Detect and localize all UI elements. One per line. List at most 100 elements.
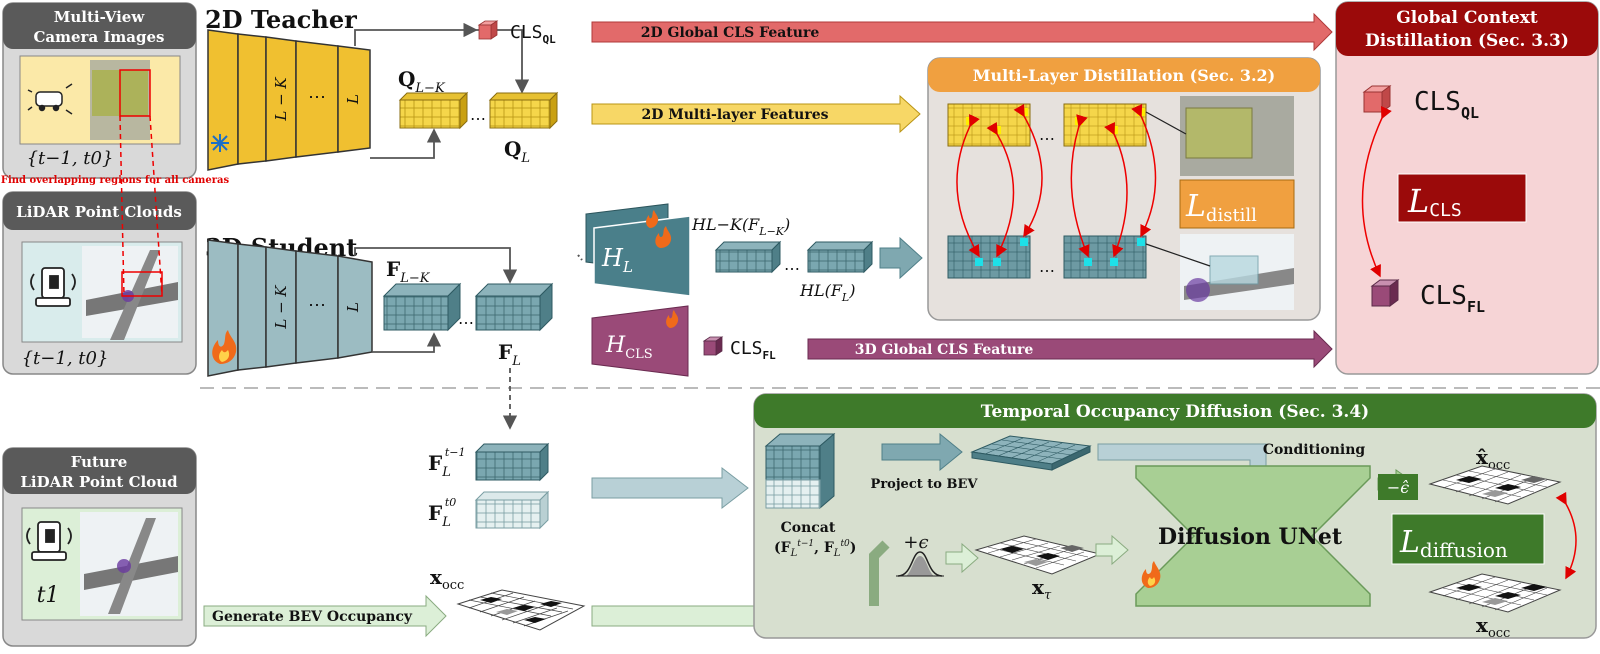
f-cur-label: FLt0 (428, 496, 456, 530)
head-l-label: HL (601, 244, 633, 276)
global-cls-f-cube (1370, 279, 1400, 307)
x-tau-grid (974, 535, 1102, 575)
distill-grid-t2 (1063, 235, 1147, 279)
x-tau-label: xτ (1032, 575, 1052, 603)
minus-eps-box (1378, 474, 1418, 500)
multilayer-title: Multi-Layer Distillation (Sec. 3.2) (973, 66, 1276, 85)
global-title-2: Distillation (Sec. 3.3) (1365, 31, 1569, 51)
concat-stack (764, 432, 836, 510)
x-out-label: xocc (1476, 613, 1510, 641)
head-l: HL (593, 210, 691, 297)
q-l-label: QL (504, 137, 530, 166)
diffusion-loss-label: Ldiffusion (1399, 525, 1508, 562)
concat-formula: (FLt−1, FLt0) (774, 539, 856, 559)
project-label: Project to BEV (871, 477, 979, 492)
f-l-label: FL (498, 340, 521, 369)
distill-loss-box (1179, 179, 1295, 229)
multiview-time: {t−1, t0} (27, 148, 114, 169)
bev-feature (970, 435, 1092, 471)
overlap-note: Find overlapping regions for all cameras (1, 175, 230, 186)
multiview-title-1: Multi-View (54, 8, 146, 26)
diffusion-title: Temporal Occupancy Diffusion (Sec. 3.4) (981, 402, 1369, 422)
q-lk-label: QL−K (398, 67, 446, 96)
diffusion-unet: Diffusion UNet (1135, 465, 1371, 607)
diffusion-box: Temporal Occupancy Diffusion (Sec. 3.4) … (753, 393, 1597, 641)
distill-dots-top: ⋯ (1039, 129, 1055, 148)
teacher-cls-label: CLSQL (510, 22, 556, 46)
arrow-2d-global-label: 2D Global CLS Feature (641, 25, 820, 41)
f-prev-block (474, 442, 550, 482)
arrow-2d-multilayer: 2D Multi-layer Features (591, 94, 921, 134)
flame-icon (655, 226, 672, 248)
future-time: t1 (37, 583, 60, 608)
flame-icon (1141, 561, 1161, 588)
unet-label: Diffusion UNet (1158, 524, 1343, 550)
snowflake-icon (211, 134, 229, 152)
flame-icon (212, 330, 237, 364)
arrow-3d-global-label: 3D Global CLS Feature (855, 342, 1034, 358)
x-occ-grid (456, 589, 586, 631)
concat-label: Concat (781, 520, 836, 536)
arrow-generate-bev: Generate BEV Occupancy (203, 594, 447, 638)
arrow-generate-bev-label: Generate BEV Occupancy (212, 609, 413, 625)
noise-label: +ϵ (903, 532, 928, 553)
lidar-time: {t−1, t0} (22, 348, 109, 369)
distill-dots-bottom: ⋯ (1039, 261, 1055, 280)
global-title-1: Global Context (1396, 8, 1538, 28)
arrow-3d-global: 3D Global CLS Feature (807, 329, 1333, 369)
lidar-panel: LiDAR Point Clouds {t−1, t0} (2, 191, 197, 375)
student-feature-l (474, 282, 554, 332)
multiview-panel: Multi-View Camera Images {t−1, t0} (2, 2, 197, 179)
student-feature-lk (382, 282, 462, 332)
f-prev-label: FLt−1 (428, 446, 465, 480)
future-title-2: LiDAR Point Cloud (20, 473, 178, 491)
multiview-title-2: Camera Images (33, 28, 164, 46)
student-layer-dots: ⋯ (308, 295, 326, 316)
student-cls-label: CLSFL (730, 338, 776, 362)
teacher-dots: ⋯ (470, 109, 486, 128)
proj-lk-label: HL−K(FL−K) (691, 215, 790, 238)
student-layer-lk: L − K (272, 285, 290, 330)
conditioning-label: Conditioning (1263, 442, 1366, 458)
head-cls-label: HCLS (605, 333, 653, 362)
arrow-2d-global: 2D Global CLS Feature (591, 12, 1333, 52)
arrow-2d-multilayer-label: 2D Multi-layer Features (642, 107, 829, 123)
gaussian-icon (896, 551, 944, 577)
proj-feature-lk (714, 240, 782, 274)
x-out-grid (1428, 573, 1562, 613)
proj-dots: ⋯ (784, 259, 800, 278)
teacher-layer-l: L (344, 94, 362, 105)
multilayer-distill-box: Multi-Layer Distillation (Sec. 3.2) ⋯ ⋯ … (927, 57, 1321, 321)
head-cls: HCLS (591, 305, 689, 377)
x-hat-grid (1428, 465, 1562, 505)
minus-eps-label: −ϵ̂ (1387, 478, 1409, 497)
flame-icon (666, 310, 679, 328)
student-layer-l: L (344, 302, 362, 313)
teacher-title: 2D Teacher (205, 5, 357, 34)
global-loss-label: LCLS (1407, 182, 1462, 221)
distill-grid-y1 (947, 103, 1031, 147)
lidar-title: LiDAR Point Clouds (16, 203, 182, 221)
global-cls-f: CLSFL (1420, 281, 1485, 316)
diffusion-loss-box (1391, 513, 1545, 565)
distill-grid-t1 (947, 235, 1031, 279)
car-icon (27, 83, 73, 115)
global-cls-q-cube (1362, 85, 1392, 113)
student-dots: ⋯ (458, 313, 474, 332)
global-loss-box (1397, 173, 1527, 223)
global-distill-box: Global Context Distillation (Sec. 3.3) C… (1335, 1, 1599, 375)
teacher-cls-cube (477, 20, 499, 40)
teacher-layer-dots: ⋯ (308, 87, 326, 108)
teacher-feature-lk (398, 91, 469, 130)
distill-loss-label: Ldistill (1185, 189, 1257, 226)
lidar-sensor-icon (30, 267, 76, 307)
student-cls-cube (702, 336, 724, 356)
student-network: 3D Student L − K ⋯ L (205, 233, 373, 377)
x-occ-label: xocc (430, 565, 464, 593)
teacher-feature-l (488, 91, 559, 130)
teacher-layer-lk: L − K (272, 77, 290, 122)
flame-icon (646, 210, 659, 228)
f-lk-label: FL−K (386, 257, 431, 286)
f-cur-block (474, 490, 550, 530)
